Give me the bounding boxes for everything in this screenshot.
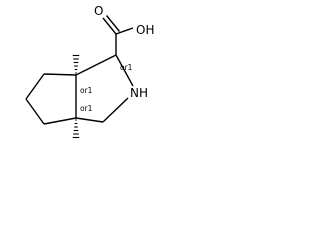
ring-nitrogen-label: NH bbox=[130, 86, 148, 100]
stereo-label-c6a: or1 bbox=[80, 86, 93, 95]
bond-c6a-c1 bbox=[75, 54, 117, 76]
bond-c5-c4 bbox=[25, 98, 45, 125]
hydroxyl-label: OH bbox=[136, 23, 154, 37]
bond-c1-n2 bbox=[115, 54, 134, 87]
bond-c3-c3a bbox=[75, 117, 104, 123]
bond-carboxyl-hydroxyl bbox=[115, 27, 134, 35]
carbonyl-oxygen-label: O bbox=[94, 4, 103, 18]
hashed-wedge-h-c3a bbox=[72, 119, 80, 139]
bond-c6a-c6 bbox=[43, 73, 77, 76]
bond-carbonyl-double-1 bbox=[102, 17, 117, 35]
bond-c4-c3a bbox=[43, 117, 77, 125]
hashed-wedge-h-c6a bbox=[72, 54, 80, 74]
bond-carbonyl-double-2 bbox=[105, 15, 121, 32]
stereo-label-c3a: or1 bbox=[80, 104, 93, 113]
bond-n2-c3 bbox=[102, 97, 129, 123]
bond-c6-c5 bbox=[25, 73, 45, 100]
structure-diagram: O OH NH or1 or1 or1 bbox=[25, 4, 154, 139]
stereo-label-c1: or1 bbox=[120, 63, 133, 72]
